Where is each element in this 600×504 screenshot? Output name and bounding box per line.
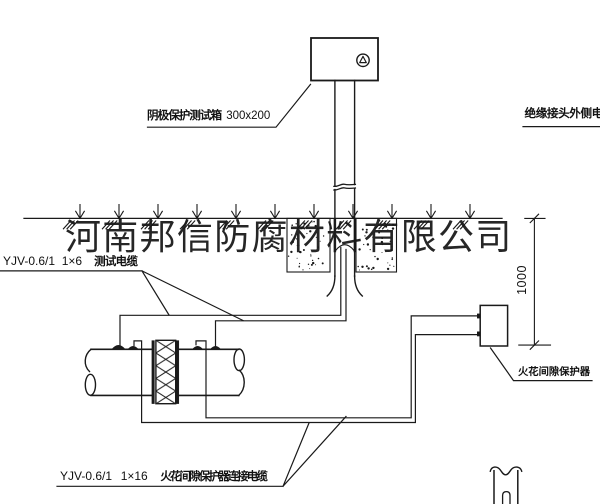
label-spark-gap-protector: 火花间隙保护器: [518, 367, 591, 378]
ground-hatch-marks: [62, 203, 476, 230]
cable-weld-points: [111, 344, 221, 350]
label-test-cable: YJV-0.6/1 1×6 测试电缆: [3, 254, 138, 269]
dimension-1000-label: 1000: [515, 265, 529, 295]
test-cable-1: [119, 246, 342, 348]
test-cable-spec: YJV-0.6/1 1×6: [3, 254, 83, 268]
protector-leader: [489, 347, 593, 382]
label-spark-gap-cable: YJV-0.6/1 1×16 火花间隙保护器连接电缆: [60, 469, 268, 484]
bell-mouth-left: [326, 275, 336, 297]
pipe-right-segment: [178, 348, 246, 397]
conduit-seal-dome: [334, 244, 355, 252]
insulating-joint: [151, 339, 180, 405]
protector-terminal-top: [477, 313, 481, 319]
test-box-size: 300x200: [226, 110, 271, 122]
dim-tick-top: [529, 213, 540, 224]
spark-gap-protector: [477, 304, 509, 347]
test-cable-leader: [0, 270, 244, 322]
weld-point-1: [111, 344, 126, 350]
joint-flange-left: [151, 340, 155, 404]
bell-mouth-right: [353, 275, 364, 297]
concrete-stipple: [287, 220, 395, 271]
test-box: [310, 37, 379, 82]
test-box-name: 阴极保护测试箱: [147, 110, 222, 122]
concrete-block-right: [355, 217, 398, 273]
spark-cable-leader: [56, 415, 347, 488]
test-cable-name: 测试电缆: [94, 256, 138, 268]
label-insulated-joint-cable: 绝缘接头外侧电缆: [524, 107, 600, 120]
test-cable-2: [214, 248, 347, 348]
weld-point-3: [192, 345, 204, 350]
meter-symbol-icon: [359, 55, 367, 64]
pipe-right-break-icon: [233, 348, 246, 372]
conduit-break-icon: [333, 183, 357, 188]
test-box-leader: [146, 83, 312, 128]
joint-body: [155, 339, 177, 405]
weld-point-4: [210, 345, 221, 350]
joint-flange-right: [176, 340, 180, 404]
label-test-box: 阴极保护测试箱 300x200: [147, 110, 270, 123]
pipe-left-break-icon: [84, 348, 92, 373]
protector-terminal-bottom: [477, 331, 481, 337]
weld-point-2: [127, 345, 139, 350]
dim-tick-bottom: [529, 340, 540, 351]
conduit-riser: [326, 79, 364, 297]
vertical-pipe-break-icon: [489, 466, 523, 504]
dimension-1000: [518, 213, 552, 351]
spark-cable-name: 火花间隙保护器连接电缆: [160, 471, 268, 483]
concrete-block-left: [286, 217, 331, 273]
company-watermark: 河南邦信防腐材料有限公司: [65, 217, 513, 257]
spark-cable-from-right-pipe: [195, 315, 478, 419]
spark-cable-from-left-pipe: [133, 334, 478, 424]
meter-symbol-circle: [356, 53, 370, 68]
spark-cable-spec: YJV-0.6/1 1×16: [60, 469, 148, 483]
